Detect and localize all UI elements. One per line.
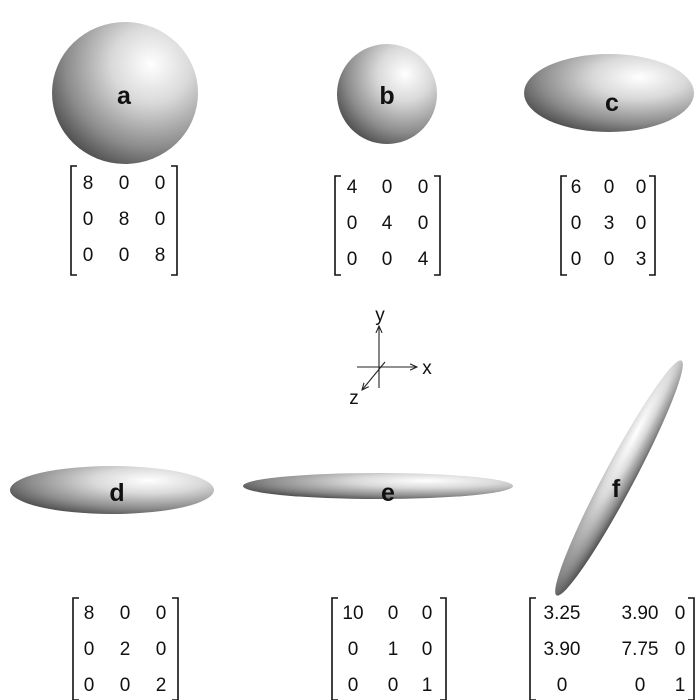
matrix-b-cell: 0 — [347, 249, 358, 270]
matrix-c-right-bracket — [649, 175, 656, 276]
matrix-f-cell: 0 — [675, 639, 686, 660]
matrix-a-left-bracket — [70, 165, 77, 276]
matrix-b-cell: 0 — [382, 177, 393, 198]
matrix-a-cell: 0 — [119, 173, 130, 194]
matrix-b-cell: 0 — [418, 213, 429, 234]
matrix-e-cell: 0 — [388, 603, 399, 624]
y-axis-label: y — [375, 305, 385, 326]
matrix-a-cell: 0 — [155, 209, 166, 230]
matrix-e-cell: 1 — [388, 639, 399, 660]
matrix-c-cell: 3 — [604, 213, 615, 234]
matrix-d-cell: 0 — [156, 639, 167, 660]
matrix-c-cell: 0 — [636, 177, 647, 198]
matrix-e-cell: 0 — [422, 603, 433, 624]
z-axis — [362, 361, 386, 390]
matrix-f-cell: 1 — [675, 675, 686, 696]
matrix-e-cell: 1 — [422, 675, 433, 696]
matrix-d-cell: 2 — [120, 639, 131, 660]
x-axis-label: x — [422, 358, 432, 379]
matrix-f-cell: 0 — [675, 603, 686, 624]
matrix-e-cell: 0 — [348, 639, 359, 660]
matrix-c-cell: 3 — [636, 249, 647, 270]
matrix-b-cell: 4 — [418, 249, 429, 270]
matrix-a-cell: 0 — [155, 173, 166, 194]
matrix-d-cell: 2 — [156, 675, 167, 696]
matrix-d-cell: 0 — [120, 603, 131, 624]
matrix-d-cell: 0 — [84, 639, 95, 660]
matrix-d-right-bracket — [172, 597, 179, 700]
matrix-c-cell: 0 — [604, 249, 615, 270]
matrix-e-right-bracket — [440, 597, 447, 700]
matrix-a-cell: 0 — [119, 245, 130, 266]
label-d: d — [109, 479, 124, 507]
matrix-f-cell: 7.75 — [622, 639, 659, 660]
matrix-a-cell: 8 — [83, 173, 94, 194]
matrix-c-cell: 0 — [636, 213, 647, 234]
matrix-b-cell: 0 — [418, 177, 429, 198]
coordinate-axes: y x z — [349, 305, 432, 409]
matrix-f-cell: 0 — [635, 675, 646, 696]
matrix-f-cell: 3.90 — [544, 639, 581, 660]
matrix-d-cell: 0 — [156, 603, 167, 624]
matrix-d-cell: 8 — [84, 603, 95, 624]
matrix-c-cell: 0 — [604, 177, 615, 198]
matrix-a-cell: 0 — [83, 209, 94, 230]
matrix-e-cell: 10 — [342, 603, 363, 624]
matrix-c-cell: 0 — [571, 249, 582, 270]
label-e: e — [381, 479, 395, 507]
matrix-c-left-bracket — [560, 175, 567, 276]
ellipsoid-f — [555, 360, 683, 596]
ellipsoid-d — [10, 466, 214, 514]
matrix-b-cell: 4 — [347, 177, 358, 198]
matrix-e-left-bracket — [331, 597, 338, 700]
matrix-f-cell: 0 — [557, 675, 568, 696]
matrix-a-cell: 8 — [155, 245, 166, 266]
matrix-b-cell: 0 — [347, 213, 358, 234]
matrix-c-cell: 6 — [571, 177, 582, 198]
matrix-e-cell: 0 — [388, 675, 399, 696]
matrix-b-left-bracket — [334, 175, 341, 276]
ellipsoid-b — [337, 44, 437, 144]
matrix-b-right-bracket — [434, 175, 441, 276]
matrix-f-left-bracket — [529, 597, 536, 700]
matrix-b-cell: 4 — [382, 213, 393, 234]
ellipsoid-e — [243, 473, 513, 499]
matrix-f-cell: 3.25 — [544, 603, 581, 624]
label-f: f — [612, 475, 621, 503]
matrix-d-cell: 0 — [84, 675, 95, 696]
matrix-e-cell: 0 — [348, 675, 359, 696]
matrix-f-right-bracket — [688, 597, 695, 700]
label-b: b — [379, 82, 394, 110]
label-c: c — [605, 89, 619, 117]
ellipsoid-c — [524, 54, 694, 132]
matrix-a-cell: 0 — [83, 245, 94, 266]
matrix-d-left-bracket — [72, 597, 79, 700]
matrix-a-cell: 8 — [119, 209, 130, 230]
ellipsoid-a — [52, 22, 198, 164]
matrix-a-right-bracket — [171, 165, 178, 276]
matrix-b-cell: 0 — [382, 249, 393, 270]
matrix-c-cell: 0 — [571, 213, 582, 234]
matrix-e-cell: 0 — [422, 639, 433, 660]
z-axis-label: z — [349, 388, 359, 409]
matrix-f-cell: 3.90 — [622, 603, 659, 624]
matrix-d-cell: 0 — [120, 675, 131, 696]
label-a: a — [117, 82, 132, 110]
